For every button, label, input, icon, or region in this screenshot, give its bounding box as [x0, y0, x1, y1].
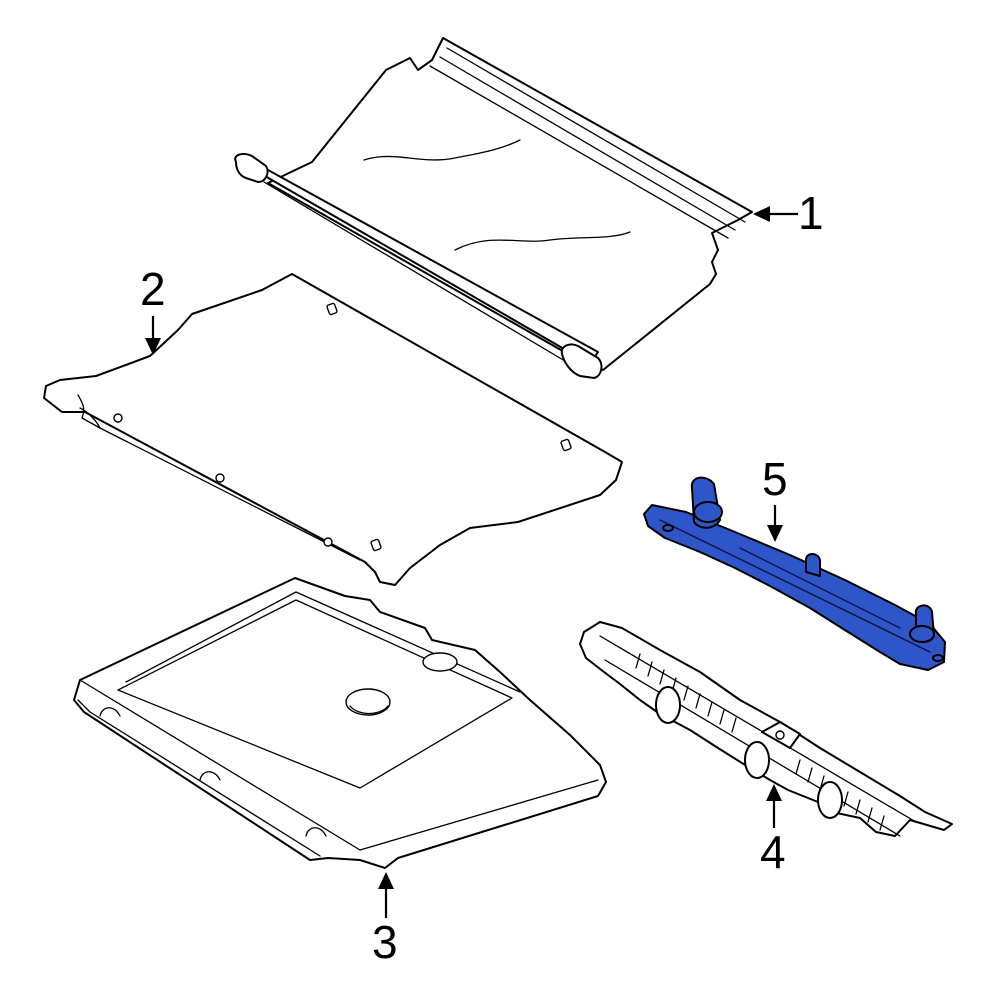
- callout-2-label: 2: [140, 263, 166, 315]
- part-4-trim-panel: [579, 621, 953, 837]
- callout-1-label: 1: [798, 187, 824, 239]
- part-3-floor-board: [73, 577, 607, 869]
- callout-3: 3: [372, 872, 398, 968]
- callout-4-label: 4: [760, 826, 786, 878]
- callout-5-label: 5: [762, 453, 788, 505]
- callout-5: 5: [762, 453, 788, 542]
- callout-3-label: 3: [372, 916, 398, 968]
- callout-1: 1: [753, 187, 824, 239]
- callout-2: 2: [140, 263, 166, 355]
- part-2-floor-mat: [43, 273, 623, 586]
- part-5-bracket-body: [643, 504, 946, 671]
- part-1-cargo-cover: [234, 37, 753, 379]
- part-5-bracket: [643, 476, 946, 671]
- callout-4: 4: [760, 784, 786, 878]
